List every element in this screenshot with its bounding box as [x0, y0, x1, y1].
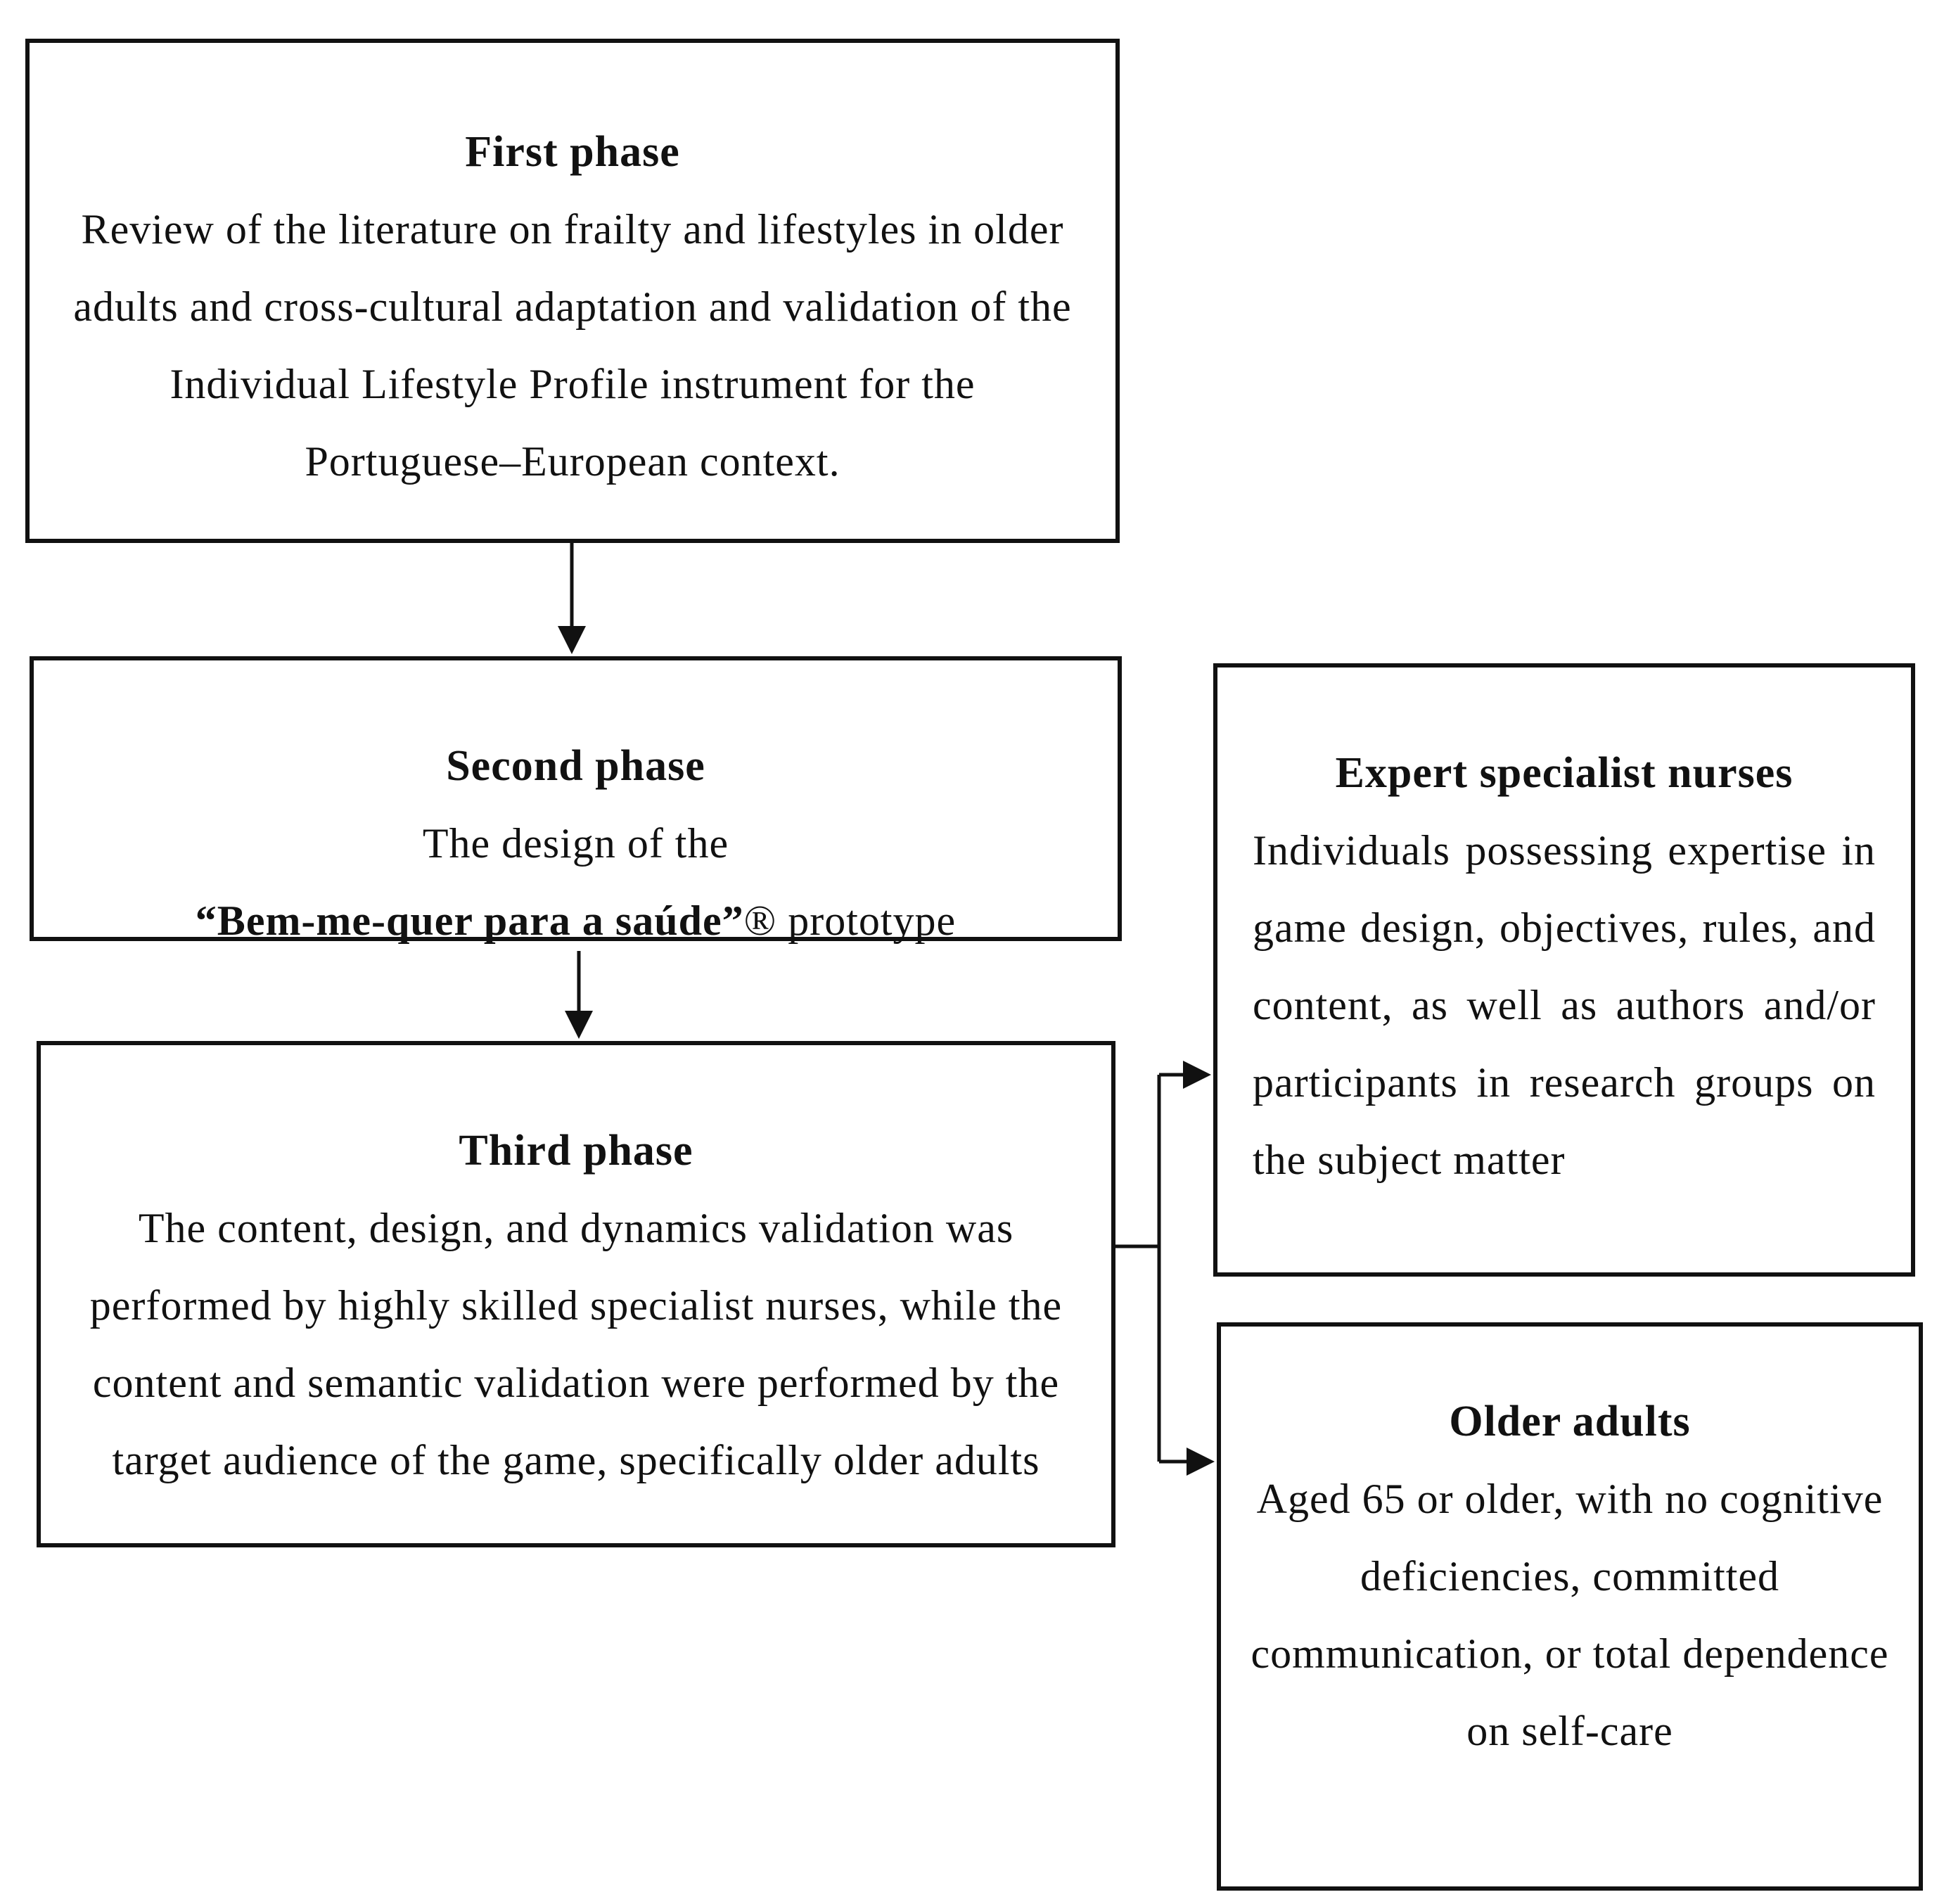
second-phase-title: Second phase [446, 742, 705, 790]
first-phase-box: First phase Review of the literature on … [25, 39, 1120, 543]
third-phase-title: Third phase [459, 1127, 693, 1175]
third-phase-description: The content, design, and dynamics valida… [89, 1205, 1063, 1483]
first-phase-title: First phase [465, 128, 680, 176]
third-phase-box: Third phase The content, design, and dyn… [37, 1041, 1115, 1547]
expert-nurses-title: Expert specialist nurses [1335, 749, 1793, 797]
first-phase-description: Review of the literature on frailty and … [73, 206, 1072, 485]
second-phase-box: Second phase The design of the “Bem-me-q… [30, 656, 1122, 944]
second-phase-description: The design of the “Bem-me-quer para a sa… [62, 805, 1089, 959]
second-phase-intro: The design of the [422, 820, 729, 867]
game-name: “Bem-me-quer para a saúde” [195, 897, 744, 944]
older-adults-box: Older adults Aged 65 or older, with no c… [1217, 1322, 1923, 1891]
older-adults-title: Older adults [1449, 1398, 1691, 1445]
older-adults-description: Aged 65 or older, with no cognitive defi… [1251, 1476, 1889, 1754]
second-phase-suffix: ® prototype [743, 897, 957, 944]
expert-nurses-description: Individuals possessing expertise in game… [1253, 827, 1876, 1183]
expert-nurses-box: Expert specialist nurses Individuals pos… [1213, 663, 1915, 1277]
